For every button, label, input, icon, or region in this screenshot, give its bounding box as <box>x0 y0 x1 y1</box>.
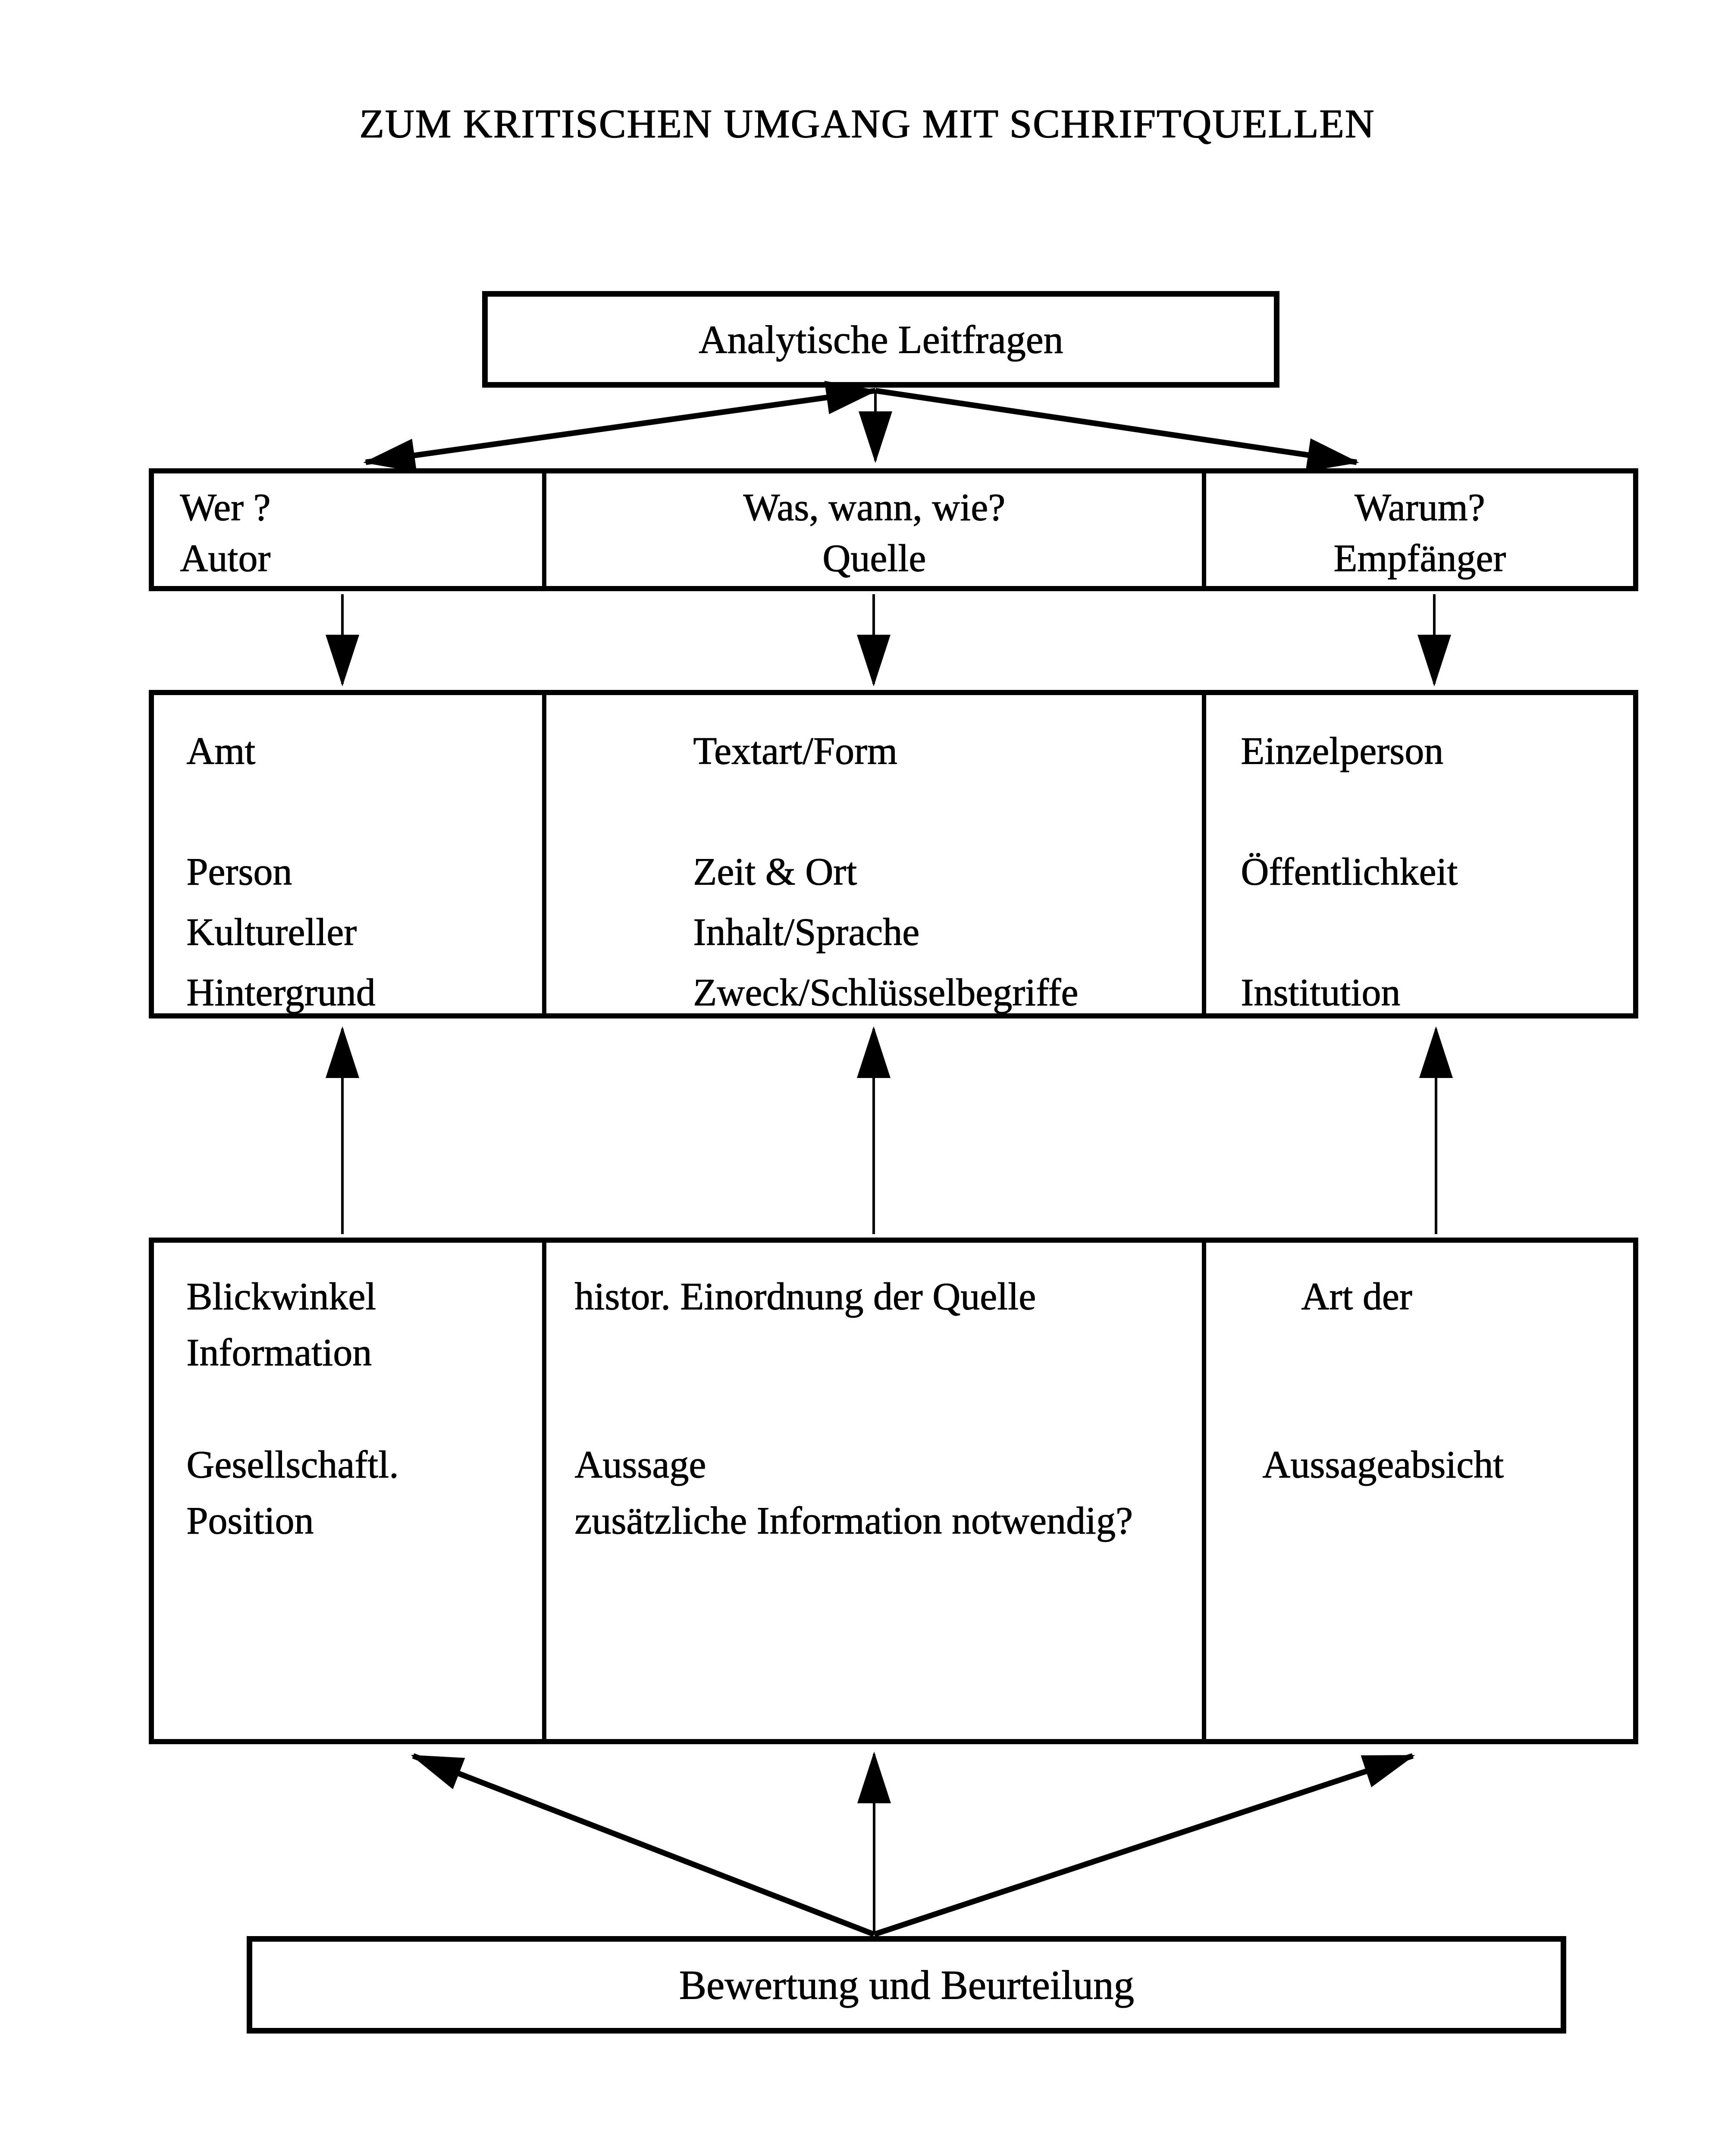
warum-empfaenger-text: Warum? Empfänger <box>1333 486 1506 580</box>
art-der-aussageabsicht-text: Art der Aussageabsicht <box>1262 1275 1504 1486</box>
questions-row-box: Wer ? Autor Was, wann, wie? Quelle Warum… <box>149 468 1638 591</box>
blickwinkel-text: Blickwinkel Information Gesellschaftl. P… <box>186 1275 399 1542</box>
cell-blickwinkel: Blickwinkel Information Gesellschaftl. P… <box>154 1243 542 1739</box>
arrow-top-to-warum <box>875 388 1359 472</box>
cell-was-wann-wie-quelle: Was, wann, wie? Quelle <box>542 473 1202 586</box>
analytische-leitfragen-box: Analytische Leitfragen <box>482 291 1279 388</box>
arrow-bewertung-to-right <box>873 1753 1415 1937</box>
was-wann-wie-text: Was, wann, wie? Quelle <box>743 486 1005 580</box>
textart-form-text: Textart/Form Zeit & Ort Inhalt/Sprache Z… <box>693 730 1079 1014</box>
cell-einzelperson: Einzelperson Öffentlichkeit Institution <box>1202 695 1633 1014</box>
einzelperson-text: Einzelperson Öffentlichkeit Institution <box>1241 730 1458 1014</box>
aspects-row-box: Amt Person Kultureller Hintergrund Texta… <box>149 690 1638 1018</box>
bewertung-box: Bewertung und Beurteilung <box>247 1936 1566 2034</box>
page-title: ZUM KRITISCHEN UMGANG MIT SCHRIFTQUELLEN <box>359 101 1375 146</box>
cell-art-der-aussageabsicht: Art der Aussageabsicht <box>1202 1243 1633 1739</box>
analytische-leitfragen-label: Analytische Leitfragen <box>698 317 1063 361</box>
cell-amt-person: Amt Person Kultureller Hintergrund <box>154 695 542 1014</box>
bewertung-label: Bewertung und Beurteilung <box>679 1962 1134 2008</box>
wer-autor-text: Wer ? Autor <box>180 486 271 580</box>
arrow-bewertung-to-left <box>411 1753 875 1937</box>
amt-person-text: Amt Person Kultureller Hintergrund <box>186 730 376 1014</box>
histor-einordnung-text: histor. Einordnung der Quelle Aussage zu… <box>574 1275 1133 1542</box>
analysis-row-box: Blickwinkel Information Gesellschaftl. P… <box>149 1238 1638 1744</box>
arrow-top-to-wer <box>363 381 878 472</box>
cell-wer-autor: Wer ? Autor <box>154 473 542 586</box>
cell-textart-form: Textart/Form Zeit & Ort Inhalt/Sprache Z… <box>542 695 1202 1014</box>
cell-warum-empfaenger: Warum? Empfänger <box>1202 473 1633 586</box>
cell-histor-einordnung: histor. Einordnung der Quelle Aussage zu… <box>542 1243 1202 1739</box>
